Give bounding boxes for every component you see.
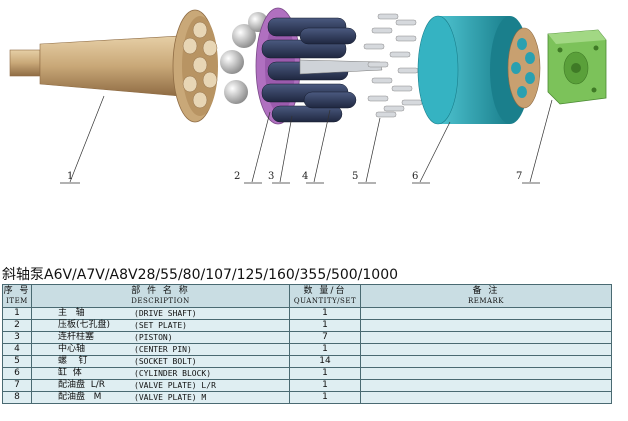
row-item: 6 xyxy=(2,367,32,380)
row-description-en: (CENTER PIN) xyxy=(134,345,192,354)
leader-lines xyxy=(60,95,553,184)
parts-table: 序 号 ITEM 部 件 名 称 DESCRIPTION 数 量/台 QUANT… xyxy=(2,284,612,404)
row-remark xyxy=(360,391,612,404)
row-remark xyxy=(360,355,612,368)
row-description-en: (DRIVE SHAFT) xyxy=(134,309,197,318)
valve-plate-disc xyxy=(507,27,541,109)
header-item-en: ITEM xyxy=(6,297,28,305)
row-description-en: (SET PLATE) xyxy=(134,321,187,330)
callout-3: 3 xyxy=(268,171,274,182)
callout-4: 4 xyxy=(302,171,308,182)
row-description: 配油盘 L/R (VALVE PLATE) L/R xyxy=(31,379,290,392)
drive-shaft-part xyxy=(9,9,218,123)
callout-2: 2 xyxy=(234,171,240,182)
row-remark xyxy=(360,379,612,392)
table-row: 1 主 轴 (DRIVE SHAFT) 1 xyxy=(2,307,612,320)
row-remark xyxy=(360,307,612,320)
row-description-cn: 缸 体 xyxy=(58,368,82,378)
row-description: 配油盘 M (VALVE PLATE) M xyxy=(31,391,290,404)
row-quantity: 1 xyxy=(289,307,361,320)
row-remark xyxy=(360,331,612,344)
callout-7: 7 xyxy=(516,171,522,182)
row-item: 4 xyxy=(2,343,32,356)
row-quantity: 1 xyxy=(289,391,361,404)
header-quantity-en: QUANTITY/SET xyxy=(293,297,357,305)
row-quantity: 7 xyxy=(289,331,361,344)
callout-6: 6 xyxy=(412,171,418,182)
table-row: 3 连杆柱塞 (PISTON) 7 xyxy=(2,331,612,344)
header-description-en: DESCRIPTION xyxy=(131,297,190,305)
row-item: 2 xyxy=(2,319,32,332)
pump-model-title: 斜轴泵A6V/A7V/A8V28/55/80/107/125/160/355/5… xyxy=(2,267,399,283)
row-quantity: 1 xyxy=(289,319,361,332)
row-quantity: 1 xyxy=(289,367,361,380)
row-description-en: (SOCKET BOLT) xyxy=(134,357,197,366)
callout-1: 1 xyxy=(67,171,73,182)
row-description: 缸 体 (CYLINDER BLOCK) xyxy=(31,367,290,380)
row-description-en: (PISTON) xyxy=(134,333,173,342)
table-row: 4 中心轴 (CENTER PIN) 1 xyxy=(2,343,612,356)
header-description: 部 件 名 称 DESCRIPTION xyxy=(31,284,290,308)
row-description-cn: 螺 钉 xyxy=(58,356,88,366)
callout-5: 5 xyxy=(352,171,358,182)
header-quantity: 数 量/台 QUANTITY/SET xyxy=(289,284,361,308)
row-item: 5 xyxy=(2,355,32,368)
exploded-pump-diagram: 1 2 3 4 5 6 7 xyxy=(9,7,607,184)
row-description-en: (VALVE PLATE) L/R xyxy=(134,381,216,390)
table-row: 7 配油盘 L/R (VALVE PLATE) L/R 1 xyxy=(2,379,612,392)
table-row: 5 螺 钉 (SOCKET BOLT) 14 xyxy=(2,355,612,368)
row-item: 1 xyxy=(2,307,32,320)
row-quantity: 1 xyxy=(289,343,361,356)
row-remark xyxy=(360,319,612,332)
row-description: 主 轴 (DRIVE SHAFT) xyxy=(31,307,290,320)
row-description-cn: 压板(七孔盘) xyxy=(58,320,111,330)
row-description: 中心轴 (CENTER PIN) xyxy=(31,343,290,356)
row-description-cn: 配油盘 M xyxy=(58,392,102,402)
header-item-cn: 序 号 xyxy=(3,286,31,296)
row-description-cn: 连杆柱塞 xyxy=(58,332,95,342)
callout-labels: 1 2 3 4 5 6 7 xyxy=(67,171,522,182)
row-item: 7 xyxy=(2,379,32,392)
row-description: 压板(七孔盘) (SET PLATE) xyxy=(31,319,290,332)
row-description-en: (VALVE PLATE) M xyxy=(134,393,207,402)
row-description-cn: 主 轴 xyxy=(58,308,85,318)
socket-bolts-part xyxy=(363,13,423,118)
row-remark xyxy=(360,367,612,380)
row-description: 螺 钉 (SOCKET BOLT) xyxy=(31,355,290,368)
row-description: 连杆柱塞 (PISTON) xyxy=(31,331,290,344)
header-quantity-cn: 数 量/台 xyxy=(303,286,347,296)
row-item: 8 xyxy=(2,391,32,404)
table-row: 6 缸 体 (CYLINDER BLOCK) 1 xyxy=(2,367,612,380)
row-quantity: 1 xyxy=(289,379,361,392)
header-remark-cn: 备 注 xyxy=(472,286,500,296)
valve-cover-part xyxy=(547,29,607,105)
header-item: 序 号 ITEM xyxy=(2,284,32,308)
row-description-cn: 中心轴 xyxy=(58,344,86,354)
table-header-row: 序 号 ITEM 部 件 名 称 DESCRIPTION 数 量/台 QUANT… xyxy=(2,284,612,308)
header-description-cn: 部 件 名 称 xyxy=(131,286,190,296)
table-row: 2 压板(七孔盘) (SET PLATE) 1 xyxy=(2,319,612,332)
row-description-en: (CYLINDER BLOCK) xyxy=(134,369,212,378)
row-remark xyxy=(360,343,612,356)
row-item: 3 xyxy=(2,331,32,344)
header-remark-en: REMARK xyxy=(467,297,505,305)
table-row: 8 配油盘 M (VALVE PLATE) M 1 xyxy=(2,391,612,404)
row-description-cn: 配油盘 L/R xyxy=(58,380,106,390)
header-remark: 备 注 REMARK xyxy=(360,284,612,308)
center-pin-part xyxy=(299,59,383,75)
row-quantity: 14 xyxy=(289,355,361,368)
